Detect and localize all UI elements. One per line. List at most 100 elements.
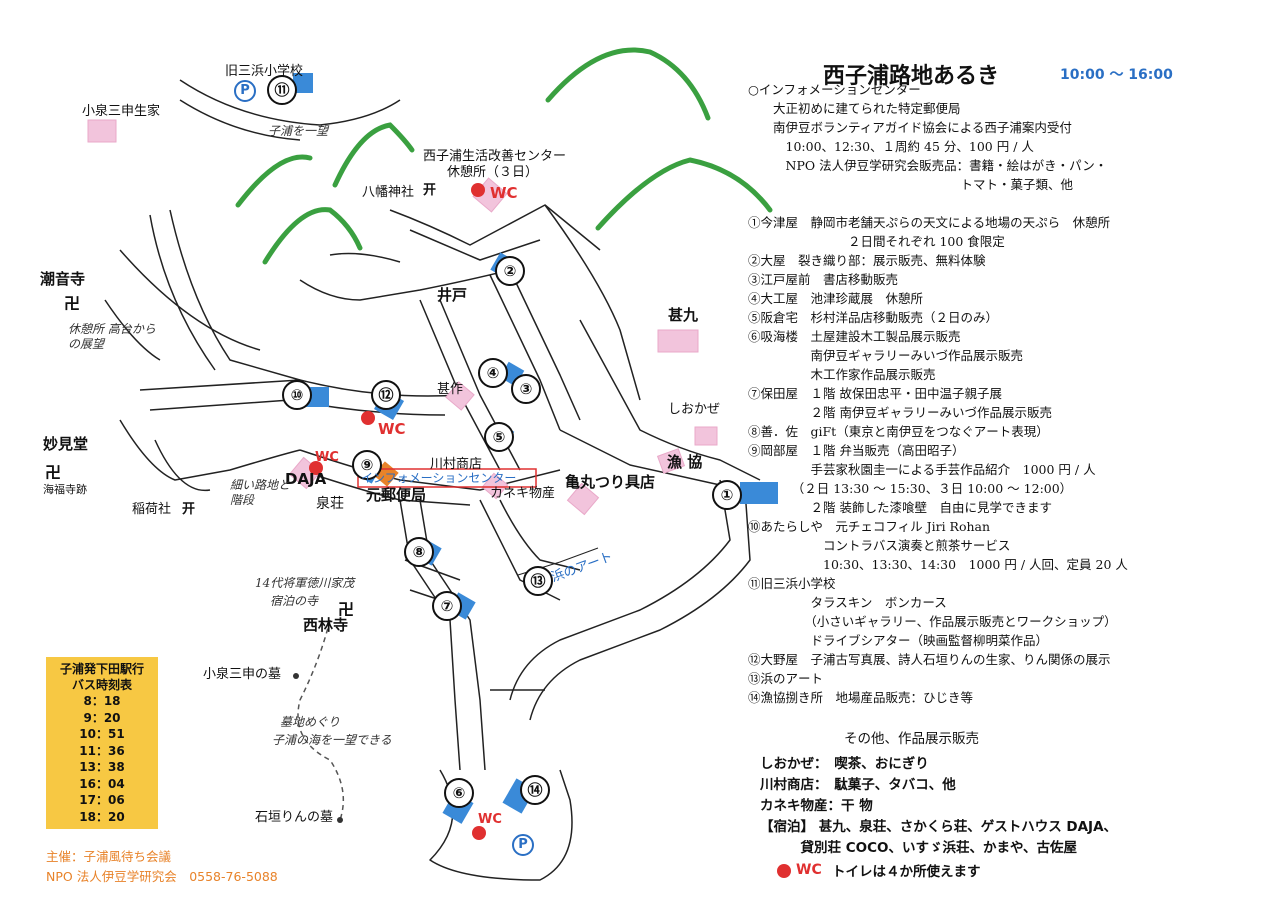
label-senso: 泉荘 — [316, 496, 344, 512]
info-line: 10:30、13:30、14:30 1000 円 / 人回、定員 20 人 — [748, 557, 1128, 572]
label-inari: 稲荷社 — [132, 502, 172, 517]
marker-13: ⑬ — [523, 566, 553, 596]
info-line: 手芸家秋園圭一による手芸作品紹介 1000 円 / 人 — [748, 462, 1096, 477]
note-kyukeisho-view: 休憩所 高台からの展望 — [68, 322, 156, 351]
info-line: ２階 南伊豆ギャラリーみいづ作品展示販売 — [748, 405, 1052, 420]
organizer-1: 主催：子浦風待ち会議 — [46, 849, 172, 864]
label-seikatsu-center: 西子浦生活改善センター — [423, 149, 567, 164]
info-line: ⑥吸海楼 土屋建設木工製品展示販売 — [748, 329, 961, 344]
other-line: 【宿泊】 甚九、泉荘、さかくら荘、ゲストハウス DAJA、 — [760, 819, 1118, 835]
note-koura-view: 子浦を一望 — [268, 124, 329, 138]
label-kaneki: カネキ物産 — [490, 486, 556, 501]
parking-icon: P — [512, 834, 534, 856]
label-koizumi-grave: 小泉三申の墓 — [203, 667, 282, 682]
marker-5: ⑤ — [484, 422, 514, 452]
info-line: 南伊豆ボランティアガイド協会による西子浦案内受付 — [748, 120, 1072, 135]
info-line: 木工作家作品展示販売 — [748, 367, 936, 382]
info-line: ①今津屋 静岡市老舗天ぷらの天文による地場の天ぷら 休憩所 — [748, 215, 1111, 230]
other-line: しおかぜ： 喫茶、おにぎり — [760, 756, 929, 772]
label-kamemaru: 亀丸つり具店 — [565, 473, 656, 491]
other-title: その他、作品展示販売 — [844, 731, 979, 747]
mountain-lines — [235, 47, 773, 265]
info-line: ④大工屋 池津珍蔵展 休憩所 — [748, 291, 924, 306]
page-title: 西子浦路地あるき — [823, 64, 1000, 89]
temple-icon: 卍 — [338, 600, 355, 619]
bus-time: 10：51 — [79, 727, 125, 741]
bus-time: 13：38 — [79, 760, 125, 774]
info-line: コントラバス演奏と煎茶サービス — [748, 538, 1011, 553]
label-kaifukuji: 海福寺跡 — [43, 483, 87, 496]
marker-10: ⑩ — [282, 380, 312, 410]
marker-3: ③ — [511, 374, 541, 404]
wc-legend-icon: WC — [796, 862, 822, 878]
marker-12: ⑫ — [371, 380, 401, 410]
wc-icon: WC — [315, 450, 339, 465]
info-line: 大正初めに建てられた特定郵便局 — [748, 101, 961, 116]
temple-icon: 卍 — [64, 294, 81, 313]
info-line: ○インフォメーションセンター — [748, 82, 921, 97]
marker-6: ⑥ — [444, 778, 474, 808]
marker-8: ⑧ — [404, 537, 434, 567]
event-time: 10:00 ～ 16:00 — [1060, 67, 1173, 83]
note-graves-2: 子浦の海を一望できる — [272, 733, 392, 747]
label-kyukeisho: 休憩所（３日） — [447, 165, 539, 180]
torii-icon: 开 — [182, 502, 196, 517]
marker-14: ⑭ — [520, 775, 550, 805]
note-temple-2: 宿泊の寺 — [270, 594, 319, 608]
pink-markers — [87, 119, 718, 516]
label-info-center: インフォメーションセンター — [361, 471, 517, 485]
info-line: ⑭漁協捌き所 地場産品販売：ひじき等 — [748, 690, 974, 705]
info-line: NPO 法人伊豆学研究会販売品：書籍・絵はがき・パン・ — [748, 158, 1108, 173]
marker-4: ④ — [478, 358, 508, 388]
label-daja: DAJA — [285, 470, 327, 488]
info-line: ⑧善．佐 giFt（東京と南伊豆をつなぐアート表現） — [748, 424, 1049, 439]
info-line: ２階 装飾した漆喰壁 自由に見学できます — [748, 500, 1052, 515]
label-koizumi-house: 小泉三申生家 — [82, 104, 161, 119]
bus-time: 9：20 — [83, 710, 121, 725]
info-line: ②大屋 裂き織り部：展示販売、無料体験 — [748, 253, 986, 268]
note-stairs: 細い路地と階段 — [230, 478, 291, 507]
label-ido: 井戸 — [437, 286, 468, 304]
info-line: ③江戸屋前 書店移動販売 — [748, 272, 899, 287]
label-nishibayashiji: 西林寺 — [303, 616, 349, 634]
info-line: ２日間それぞれ 100 食限定 — [748, 234, 1005, 249]
wc-note: トイレは４か所使えます — [832, 864, 981, 880]
other-line: 川村商店： 駄菓子、タバコ、他 — [760, 777, 956, 793]
label-gyokyo: 漁 協 — [667, 453, 703, 471]
label-jinkyu: 甚九 — [668, 306, 699, 324]
bus-timetable: 子浦発下田駅行 バス時刻表 8：18 9：20 10：51 11：36 13：3… — [46, 657, 158, 829]
bus-time: 11：36 — [79, 743, 125, 758]
roads — [104, 79, 761, 881]
torii-icon: 开 — [423, 183, 437, 198]
label-moto-post: 元郵便局 — [366, 486, 427, 504]
label-jinsaku: 甚作 — [437, 382, 464, 397]
info-center-box — [357, 468, 537, 488]
info-line: ⑪旧三浜小学校 — [748, 576, 836, 591]
note-temple-1: 14代将軍徳川家茂 — [255, 576, 355, 590]
wc-icon: WC — [490, 184, 518, 202]
grave-marker — [293, 673, 299, 679]
info-line: ⑨岡部屋 １階 弁当販売（高田昭子） — [748, 443, 965, 458]
marker-2: ② — [495, 256, 525, 286]
bus-time: 16：04 — [79, 776, 125, 791]
label-choonji: 潮音寺 — [40, 270, 86, 288]
label-shiokaze: しおかぜ — [668, 402, 721, 417]
parking-icon: P — [234, 80, 256, 102]
bus-title-1: 子浦発下田駅行 — [59, 662, 144, 676]
wc-icon: WC — [478, 812, 502, 827]
info-panel: 西子浦路地あるき 10:00 ～ 16:00 ○インフォメーションセンター 大正… — [748, 58, 1273, 888]
info-line: ⑫大野屋 子浦古写真展、詩人石垣りんの生家、りん関係の展示 — [748, 652, 1111, 667]
grave-marker — [337, 817, 343, 823]
bus-time: 18：20 — [79, 809, 125, 824]
info-line: （２日 13:30 ～ 15:30、３日 10:00 ～ 12:00） — [748, 481, 1073, 496]
label-ishigaki-grave: 石垣りんの墓 — [255, 810, 334, 825]
info-line: タラスキン ボンカース — [748, 595, 947, 610]
bus-title-2: バス時刻表 — [71, 678, 132, 692]
marker-7: ⑦ — [432, 591, 462, 621]
bus-time: 17：06 — [79, 793, 125, 807]
info-line: （小さいギャラリー、作品展示販売とワークショップ） — [748, 614, 1117, 629]
label-hachiman: 八幡神社 — [362, 185, 415, 200]
wc-dots — [309, 183, 791, 878]
trail-path — [297, 619, 345, 821]
other-line: カネキ物産：干 物 — [760, 798, 873, 814]
